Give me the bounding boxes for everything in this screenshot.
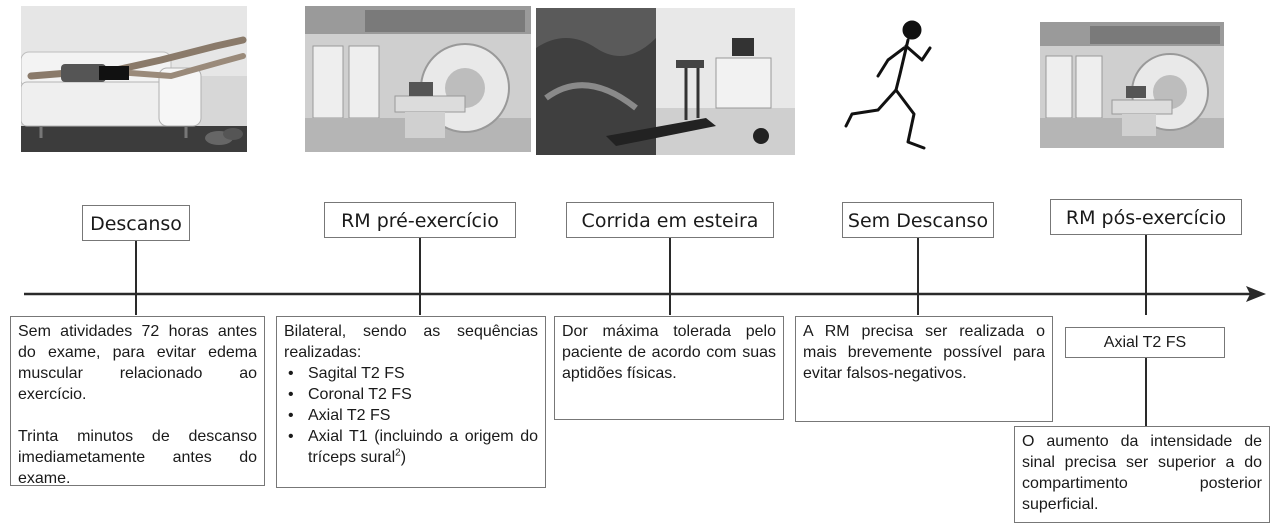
connector-line bbox=[917, 238, 919, 315]
pre-intro-text: Bilateral, sendo as sequências realizada… bbox=[284, 323, 538, 361]
connector-line bbox=[1145, 235, 1147, 315]
sequence-item: Axial T1 (incluindo a origem do tríceps … bbox=[284, 426, 538, 468]
mri-scanner-room-photo bbox=[305, 6, 531, 152]
step-label-descanso: Descanso bbox=[82, 205, 190, 241]
step-label-corrida-em-esteira: Corrida em esteira bbox=[566, 202, 774, 238]
corrida-text: Dor máxima tolerada pelo paciente de aco… bbox=[562, 323, 776, 382]
step-label-rm-pos-exercicio: RM pós-exercício bbox=[1050, 199, 1242, 235]
corrida-description-box: Dor máxima tolerada pelo paciente de aco… bbox=[554, 316, 784, 420]
sem-descanso-description-box: A RM precisa ser realizada o mais brevem… bbox=[795, 316, 1053, 422]
sequence-item-text: Axial T1 (incluindo a origem do tríceps … bbox=[308, 428, 538, 466]
reference-superscript: 2 bbox=[395, 447, 401, 459]
pos-description-text: O aumento da intensidade de sinal precis… bbox=[1022, 433, 1262, 513]
descanso-description-box: Sem atividades 72 horas antes do exame, … bbox=[10, 316, 265, 487]
sequence-item: Axial T2 FS bbox=[284, 405, 538, 426]
mri-scanner-room-photo bbox=[1040, 22, 1224, 148]
connector-line bbox=[135, 241, 137, 315]
closing-parenthesis: ) bbox=[400, 449, 407, 466]
descanso-text-2: Trinta minutos de descanso imediametamen… bbox=[18, 428, 257, 487]
runner-sketch-icon bbox=[838, 14, 968, 160]
rm-pos-description-box: O aumento da intensidade de sinal precis… bbox=[1014, 426, 1270, 523]
pos-sequence-text: Axial T2 FS bbox=[1103, 334, 1187, 351]
connector-line bbox=[419, 238, 421, 315]
person-resting-on-sofa-photo bbox=[21, 6, 247, 152]
sequence-list: Sagital T2 FS Coronal T2 FS Axial T2 FS … bbox=[284, 363, 538, 468]
sequence-item: Coronal T2 FS bbox=[284, 384, 538, 405]
treadmill-room-photo bbox=[536, 8, 795, 155]
connector-line bbox=[1145, 358, 1147, 426]
step-label-rm-pre-exercicio: RM pré-exercício bbox=[324, 202, 516, 238]
connector-line bbox=[669, 238, 671, 315]
sem-descanso-text: A RM precisa ser realizada o mais brevem… bbox=[803, 323, 1045, 382]
rm-pos-sequence-box: Axial T2 FS bbox=[1065, 327, 1225, 358]
sequence-item: Sagital T2 FS bbox=[284, 363, 538, 384]
descanso-text-1: Sem atividades 72 horas antes do exame, … bbox=[18, 323, 257, 403]
rm-pre-exercicio-description-box: Bilateral, sendo as sequências realizada… bbox=[276, 316, 546, 488]
step-label-sem-descanso: Sem Descanso bbox=[842, 202, 994, 238]
